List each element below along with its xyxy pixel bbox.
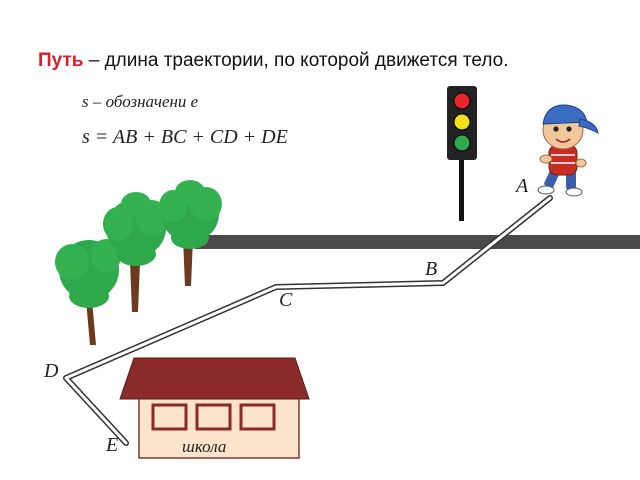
trajectory-path <box>63 195 553 446</box>
definition-title: Путь – длина траектории, по которой движ… <box>38 50 509 72</box>
traffic-light-icon <box>447 86 477 221</box>
tree-icon <box>55 239 121 345</box>
school-building-icon <box>119 357 310 459</box>
definition-text: – длина траектории, по которой движется … <box>83 50 509 71</box>
tree-icon <box>159 180 222 286</box>
point-label-c: C <box>279 289 293 311</box>
point-label-b: B <box>425 258 437 280</box>
boy-icon <box>537 104 599 197</box>
point-label-e: E <box>105 434 118 456</box>
point-label-d: D <box>43 360 59 382</box>
school-sign: школа <box>182 437 226 456</box>
notation-formula: s – обозначени е <box>82 92 199 111</box>
definition-term: Путь <box>38 50 84 71</box>
road <box>195 235 640 249</box>
path-sum-formula: s = AB + BC + CD + DE <box>82 126 288 148</box>
point-label-a: A <box>514 175 529 197</box>
